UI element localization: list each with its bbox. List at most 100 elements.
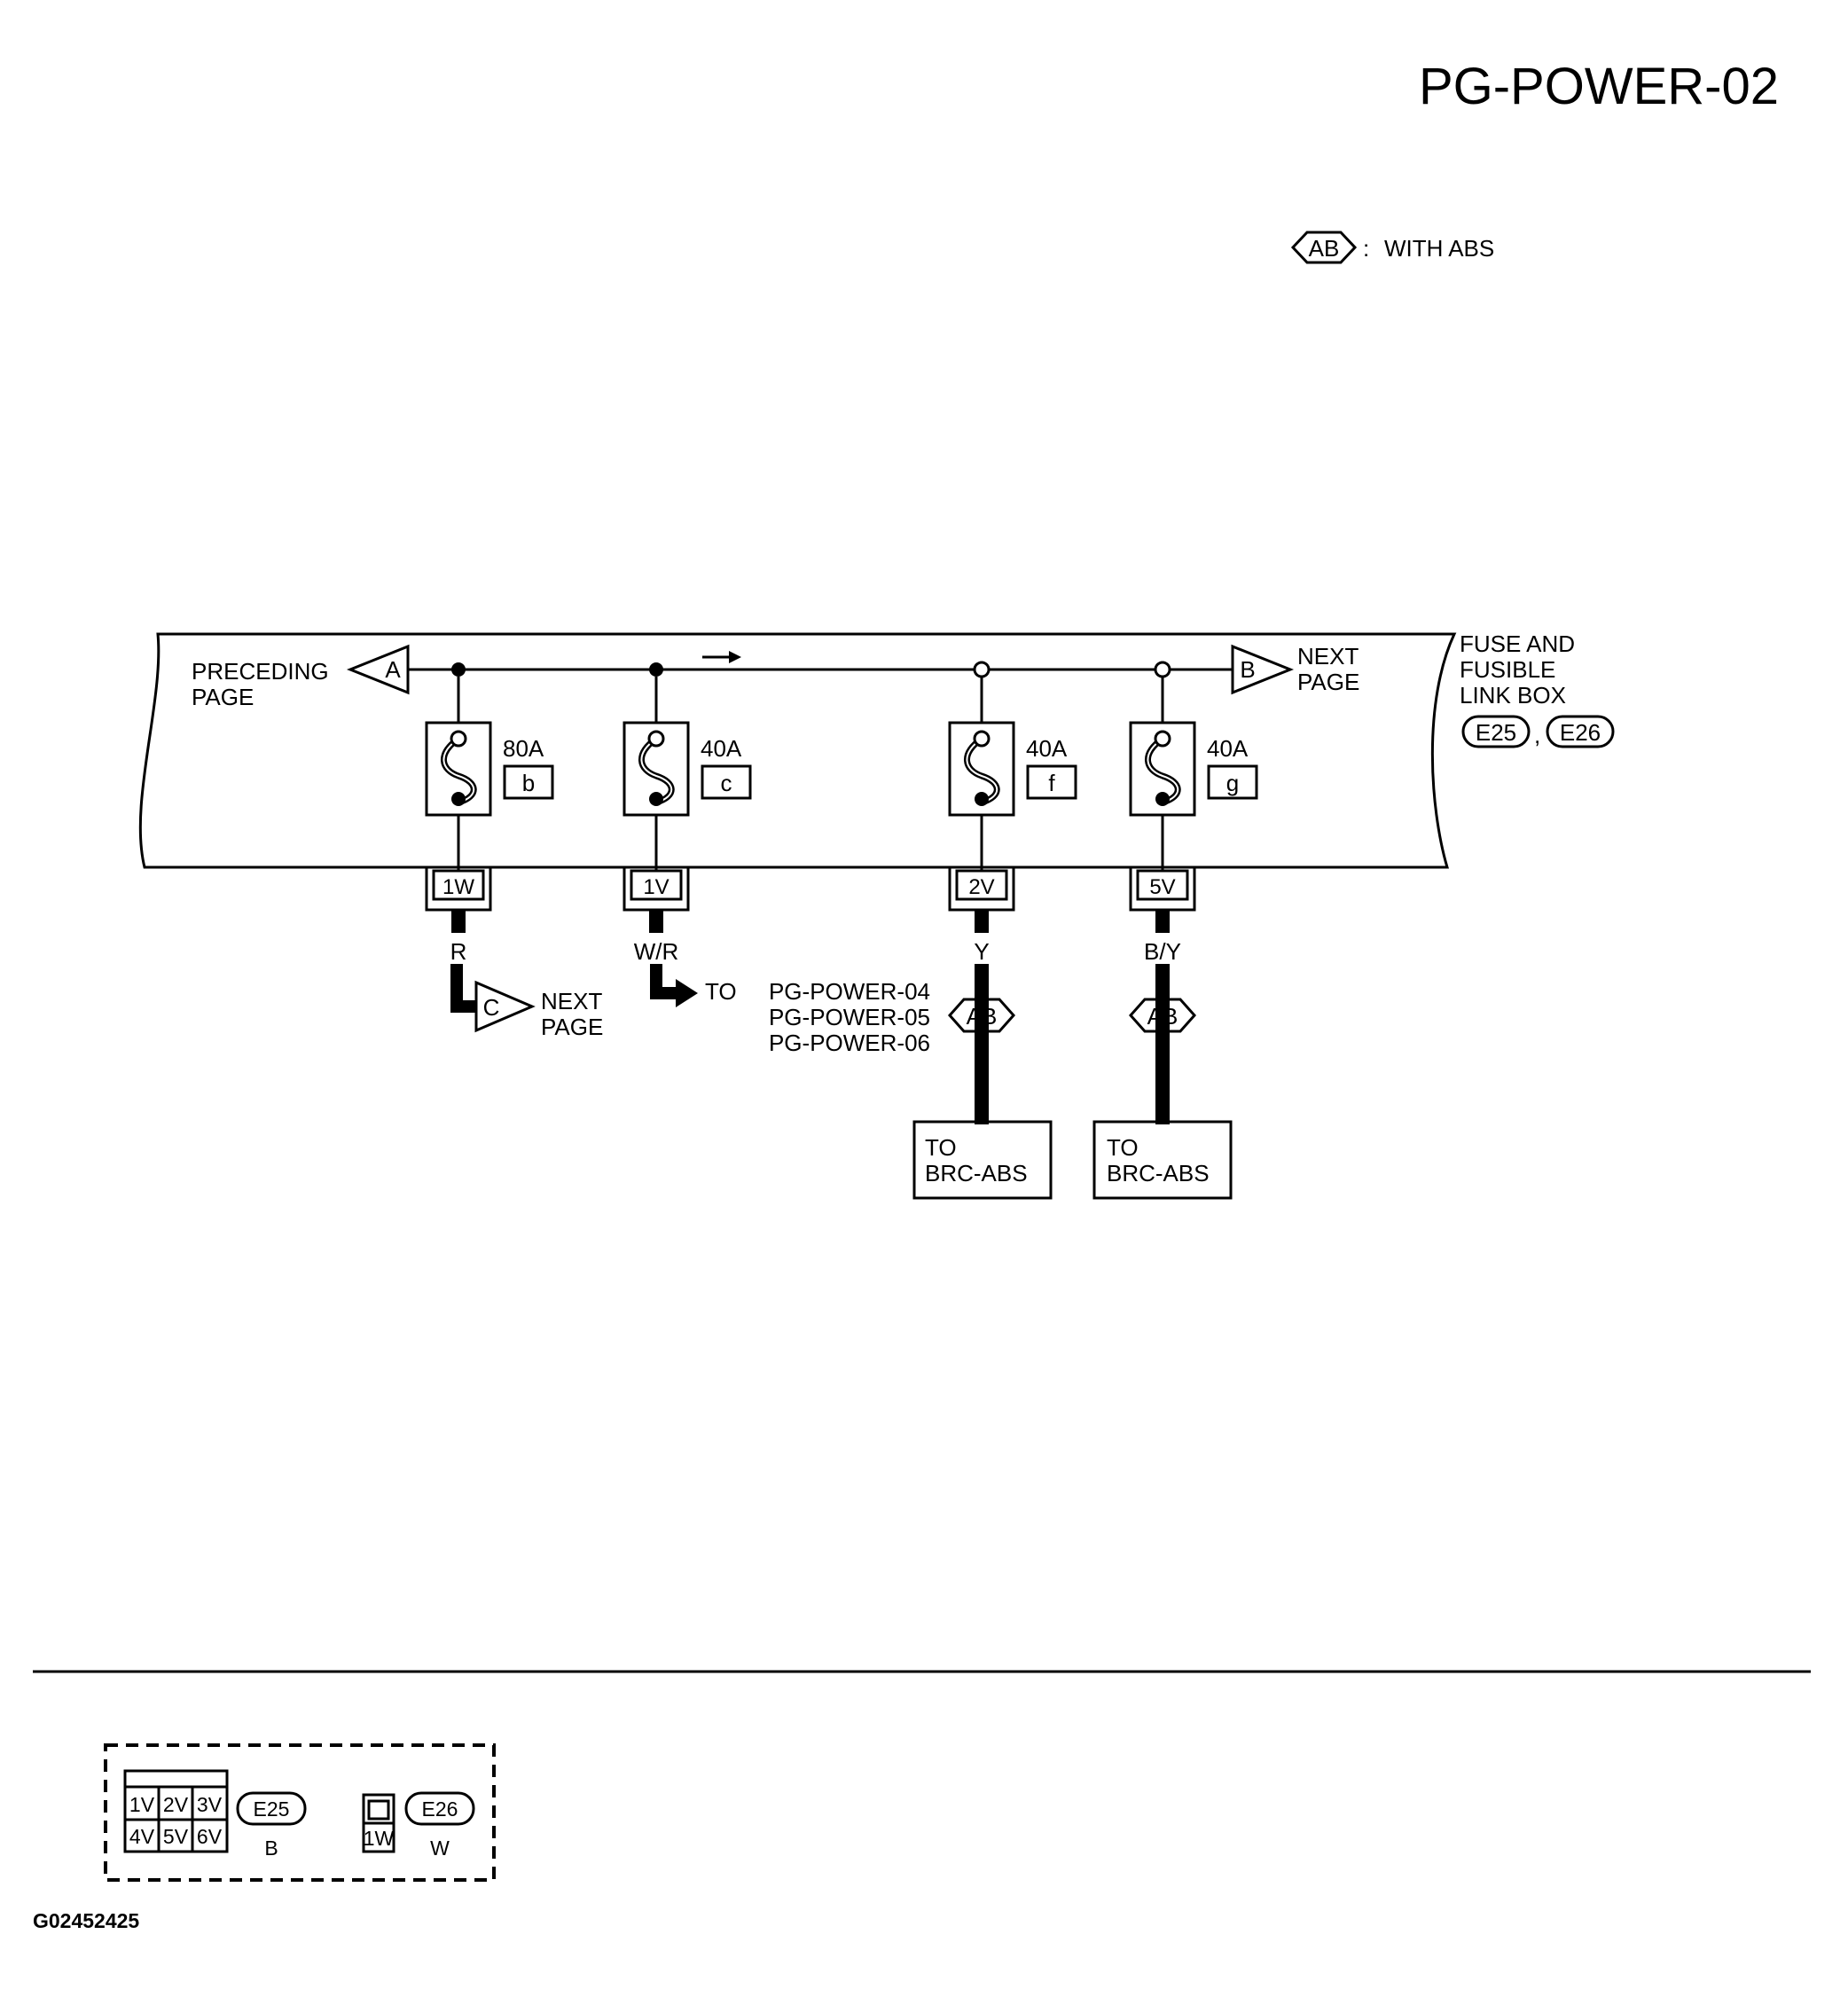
fuse-terminal-open: [1154, 730, 1171, 748]
fuse-g: 40A g 5V B/Y: [1129, 661, 1258, 965]
to-prefix: TO: [705, 978, 737, 1005]
brc-abs-1-line1: TO: [925, 1134, 957, 1161]
next-page-line1: NEXT: [1297, 643, 1359, 670]
e25-view-color: B: [264, 1836, 278, 1860]
bus-junction-open: [1154, 661, 1171, 678]
next-connector-c-icon: [474, 980, 536, 1033]
connector-e25-label: E25: [1476, 719, 1516, 746]
brc-abs-2-line1: TO: [1107, 1134, 1139, 1161]
fuse-rating: 80A: [503, 735, 544, 762]
fuse-terminal-open: [973, 730, 991, 748]
legend-colon: :: [1363, 235, 1369, 262]
fuse-box-label: FUSE AND FUSIBLE LINK BOX E25 , E26: [1460, 630, 1615, 748]
fuse-terminal-open: [450, 730, 467, 748]
terminal-box: [432, 869, 485, 901]
e26-view-name: E26: [422, 1797, 458, 1821]
e25-pin-3v: 3V: [197, 1793, 223, 1816]
brc-abs-1-line2: BRC-ABS: [925, 1160, 1028, 1186]
fuse-rating: 40A: [1207, 735, 1249, 762]
fuse-rating: 40A: [701, 735, 742, 762]
e25-pin-4v: 4V: [129, 1825, 155, 1848]
connector-views: 1V 2V 3V 4V 5V 6V E25 B 1W E26 W: [104, 1743, 496, 1882]
abs-option-tag-2: AB: [1147, 1003, 1178, 1030]
fuse-terminal-dot: [451, 792, 466, 806]
box-label-line2: FUSIBLE: [1460, 656, 1555, 683]
fuse-body: [425, 721, 492, 817]
terminal-label: 5V: [1149, 875, 1175, 899]
legend: AB : WITH ABS: [1290, 231, 1494, 264]
preceding-page-line2: PAGE: [192, 684, 254, 710]
abs-option-tag-1-icon: [947, 998, 1016, 1033]
fuse-terminal-dot: [975, 792, 989, 806]
wire-color-label: R: [450, 938, 467, 965]
preceding-connector-tag: A: [385, 656, 401, 683]
e25-pin-5v: 5V: [163, 1825, 189, 1848]
terminal-box: [1136, 869, 1189, 901]
wire-r-harness: [450, 964, 477, 1013]
legend-tag: AB: [1309, 235, 1340, 262]
fuse-id: c: [721, 770, 732, 796]
brc-abs-box-2: [1092, 1120, 1233, 1200]
page-title: PG-POWER-02: [1419, 58, 1779, 115]
next-page-c-line1: NEXT: [541, 988, 602, 1014]
e25-pin-2v: 2V: [163, 1793, 189, 1816]
e25-pin-1v: 1V: [129, 1793, 155, 1816]
next-connector-b-icon: [1231, 644, 1295, 695]
with-abs-tag-icon: [1290, 231, 1358, 264]
preceding-connector-icon: [346, 644, 410, 695]
fuse-f: 40A f 2V Y: [948, 661, 1077, 965]
bus-junction-dot: [451, 662, 466, 677]
connector-e25-badge: [1461, 715, 1531, 748]
fuse-b: 80A b 1W R: [425, 662, 554, 965]
legend-text: WITH ABS: [1384, 235, 1494, 262]
next-connector-b-tag: B: [1240, 656, 1255, 683]
to-page-1: PG-POWER-04: [769, 978, 930, 1005]
next-connector-c-tag: C: [483, 994, 500, 1021]
terminal-label: 2V: [968, 875, 994, 899]
e25-view-badge: [236, 1791, 307, 1826]
e25-pin-6v: 6V: [197, 1825, 223, 1848]
box-label-line3: LINK BOX: [1460, 682, 1566, 709]
current-direction-arrowhead-icon: [729, 651, 741, 663]
power-bus: PRECEDING PAGE A B NEXT PAGE: [192, 643, 1359, 710]
preceding-page-line1: PRECEDING: [192, 658, 329, 685]
terminal-label: 1W: [442, 875, 474, 899]
connector-e26-badge: [1546, 715, 1615, 748]
terminal-box: [630, 869, 683, 901]
wire-color-label: W/R: [634, 938, 679, 965]
fuse-id-box: [1207, 764, 1258, 800]
fuse-id-box: [701, 764, 752, 800]
to-page-3: PG-POWER-06: [769, 1030, 930, 1056]
brc-abs-2-line2: BRC-ABS: [1107, 1160, 1210, 1186]
fuse-id: b: [522, 770, 535, 796]
to-page-2: PG-POWER-05: [769, 1004, 930, 1030]
wire-wr-harness: [650, 964, 677, 999]
box-label-line1: FUSE AND: [1460, 630, 1575, 657]
next-page-line2: PAGE: [1297, 669, 1359, 695]
wire-color-label: B/Y: [1144, 938, 1181, 965]
fuse-terminal-dot: [1155, 792, 1170, 806]
terminal-box: [955, 869, 1008, 901]
fuse-terminal-open: [647, 730, 665, 748]
next-page-c-line2: PAGE: [541, 1014, 603, 1040]
fuse-id-box: [1026, 764, 1077, 800]
abs-option-tag-2-icon: [1128, 998, 1197, 1033]
abs-option-tag-1: AB: [967, 1003, 998, 1030]
output-wiring: C NEXT PAGE TO PG-POWER-04 PG-POWER-05 P…: [450, 964, 1233, 1200]
fuse-id-box: [503, 764, 554, 800]
fuse-id: g: [1226, 770, 1239, 796]
fuse-rating: 40A: [1026, 735, 1068, 762]
fuse-id: f: [1048, 770, 1055, 796]
fuse-terminal-dot: [649, 792, 663, 806]
wire-color-label: Y: [974, 938, 989, 965]
e26-view-color: W: [430, 1836, 450, 1860]
fuse-box-outline: [138, 632, 1457, 869]
figure-code: G02452425: [33, 1909, 139, 1932]
connector-views-frame: [104, 1743, 496, 1882]
e26-pin-1w: 1W: [364, 1827, 395, 1850]
bus-junction-dot: [649, 662, 663, 677]
